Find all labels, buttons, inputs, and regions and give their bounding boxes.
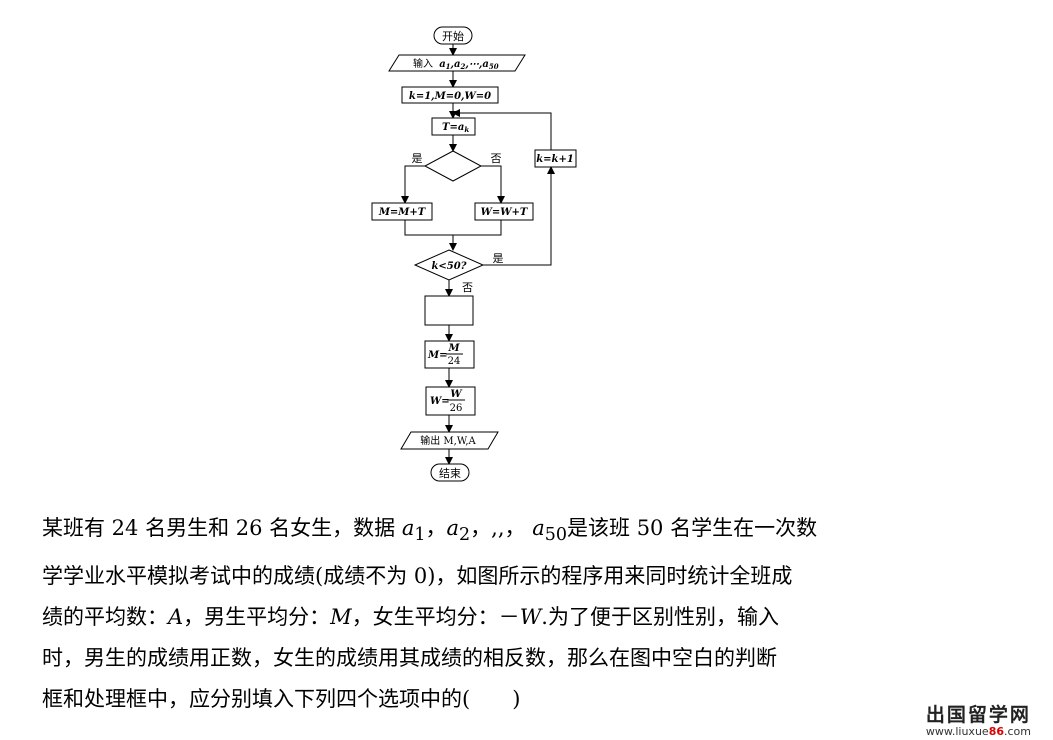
- watermark-name: 出国留学网: [925, 704, 1031, 726]
- svg-text:W: W: [450, 389, 463, 400]
- add-m-label: M=M+T: [378, 207, 427, 218]
- svg-text:T=ak: T=ak: [442, 122, 469, 134]
- no-label-loop: 否: [462, 281, 473, 294]
- loop-test-diamond: k<50?: [413, 249, 485, 281]
- yes-label-loop: 是: [493, 252, 504, 265]
- svg-text:24: 24: [448, 356, 461, 367]
- problem-text: 某班有 24 名男生和 26 名女生，数据 a1，a2，,,， a50是该班 5…: [42, 508, 902, 720]
- site-watermark: 出国留学网 www.liuxue86.com: [926, 700, 1031, 738]
- add-w-box: W=W+T: [474, 202, 534, 221]
- assign-t-box: T=ak: [431, 117, 476, 136]
- svg-text:26: 26: [450, 403, 463, 414]
- no-label-right: 否: [491, 152, 502, 165]
- loop-test-label: k<50?: [431, 261, 466, 272]
- end-terminal: 结束: [430, 463, 470, 482]
- add-m-box: M=M+T: [371, 202, 433, 221]
- problem-line-4: 时，男生的成绩用正数，女生的成绩用其成绩的相反数，那么在图中空白的判断: [42, 646, 777, 671]
- input-prefix: 输入: [413, 57, 433, 70]
- blank-decision-diamond: [423, 150, 483, 182]
- init-box: k=1,M=0,W=0: [401, 86, 499, 104]
- svg-text:W=: W=: [430, 396, 450, 407]
- start-label: 开始: [442, 29, 464, 43]
- increment-label: k=k+1: [536, 154, 574, 165]
- add-w-label: W=W+T: [481, 207, 529, 218]
- w-average-box: W= W 26: [425, 386, 476, 416]
- problem-line-1: 某班有 24 名男生和 26 名女生，数据 a1，a2，,,， a50是该班 5…: [42, 516, 818, 546]
- start-terminal: 开始: [433, 26, 473, 45]
- yes-label-left: 是: [412, 152, 423, 165]
- output-label: 输出 M,W,A: [420, 434, 476, 447]
- svg-text:M: M: [447, 343, 460, 354]
- end-label: 结束: [439, 467, 461, 480]
- flowchart: 开始 输入 a1,a2,⋯,a50 k=1,M=0,W=0 T=ak 是 否 M…: [371, 26, 577, 482]
- init-label: k=1,M=0,W=0: [409, 91, 491, 102]
- problem-line-3: 绩的平均数：A，男生平均分：M，女生平均分：－W.为了便于区别性别，输入: [42, 605, 779, 630]
- m-average-box: M= M 24: [424, 340, 475, 369]
- problem-line-2: 学学业水平模拟考试中的成绩(成绩不为 0)，如图所示的程序用来同时统计全班成: [42, 564, 793, 589]
- blank-process-box: [424, 295, 474, 326]
- input-box: 输入 a1,a2,⋯,a50: [388, 54, 526, 72]
- output-box: 输出 M,W,A: [400, 431, 499, 450]
- problem-line-5: 框和处理框中，应分别填入下列四个选项中的( ): [42, 687, 521, 712]
- svg-text:M=: M=: [427, 350, 447, 361]
- increment-box: k=k+1: [534, 149, 577, 168]
- svg-text:输入 a1,a2,⋯,a50: 输入 a1,a2,⋯,a50: [413, 57, 499, 71]
- watermark-url: www.liuxue86.com: [925, 725, 1031, 738]
